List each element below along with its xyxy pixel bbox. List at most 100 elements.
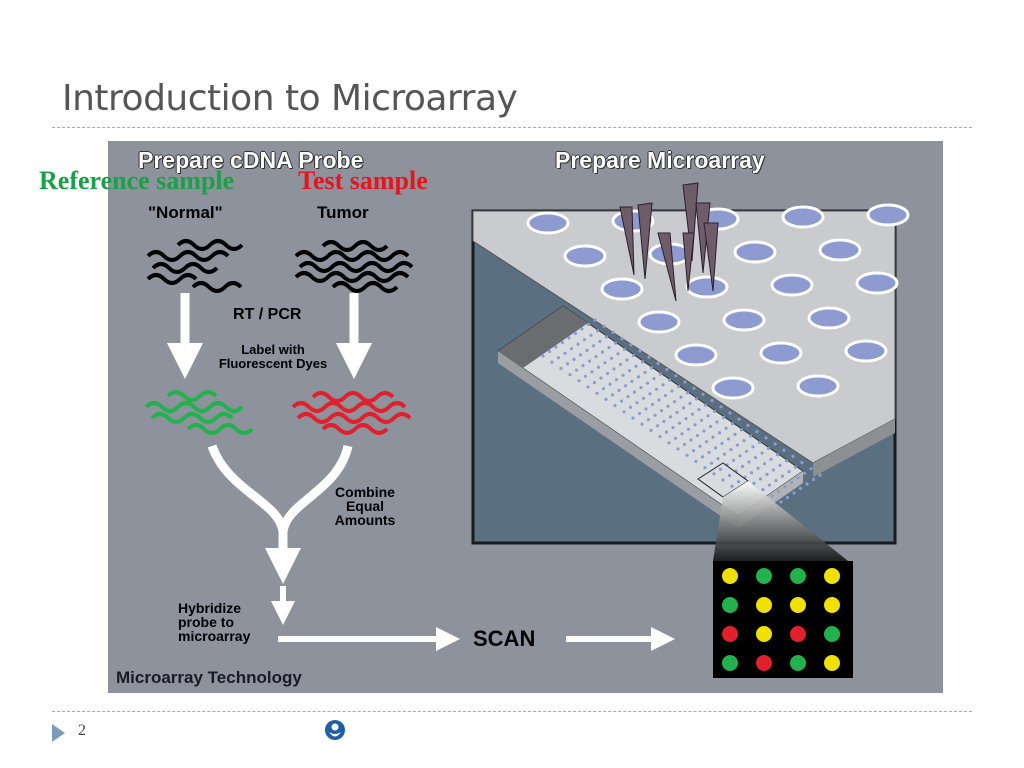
plate-well (844, 339, 888, 363)
plate-well (600, 277, 644, 301)
slide-spot (638, 349, 642, 353)
slide-spot (647, 355, 651, 359)
slide-spot (550, 360, 554, 364)
slide-spot (560, 340, 565, 345)
scan-spot-yellow (722, 568, 738, 584)
slide-spot (793, 465, 798, 469)
slide-spot (766, 446, 771, 451)
left-header: Prepare cDNA Probe (138, 147, 364, 173)
scan-spot-yellow (824, 568, 840, 584)
slide-spot (679, 395, 683, 399)
slide-spot (686, 427, 691, 431)
slide-spot (670, 389, 674, 393)
slide-spot (792, 491, 796, 495)
slide-spot (747, 460, 751, 464)
page-number: 2 (78, 722, 86, 739)
slide-spot (629, 343, 633, 347)
reference-sample-label: Reference sample (39, 166, 235, 195)
plate-well (781, 205, 825, 229)
slide-spot (778, 463, 782, 467)
slide-spot (598, 339, 602, 343)
combine-line-2: Equal (345, 498, 385, 514)
slide-spot (667, 441, 671, 445)
slide-spot (756, 466, 760, 470)
triangle-bullet-icon (52, 724, 65, 742)
slide-spot (681, 406, 686, 410)
slide-spot (658, 372, 663, 376)
slide-spot (729, 448, 733, 452)
slide-spot (604, 397, 608, 401)
plate-well (563, 244, 607, 268)
scan-dots (722, 568, 840, 671)
slide-spot (775, 453, 780, 457)
scan-spot-green (756, 568, 772, 584)
slide-spot (736, 480, 741, 484)
slide-spot (625, 358, 629, 362)
slide-spot (559, 366, 563, 370)
slide-spot (632, 390, 637, 394)
slide-spot (547, 349, 552, 354)
plate-well (711, 376, 755, 400)
slide-spot (602, 324, 606, 328)
slide-spot (684, 417, 688, 421)
scan-spot-green (790, 568, 806, 584)
slide-spot (730, 422, 735, 426)
slide-spot (673, 436, 678, 440)
slide-spot (730, 484, 734, 488)
scan-spot-green (824, 626, 840, 642)
slide-spot (721, 478, 725, 482)
slide-spot (573, 331, 578, 336)
slide-spot (591, 344, 596, 348)
slide-spot (744, 449, 749, 453)
slide-spot (645, 381, 650, 385)
slide-spot (618, 362, 623, 367)
slide-spot (601, 387, 606, 391)
plate-well (722, 308, 766, 332)
combine-label: Combine Equal Amounts (330, 485, 400, 527)
slide-spot (718, 467, 723, 471)
slide-spot (735, 443, 740, 447)
fluorescent-dyes-text: Fluorescent Dyes (218, 356, 328, 371)
slide-title: Introduction to Microarray (62, 78, 518, 119)
slide-spot (782, 448, 786, 452)
plate-well (637, 310, 681, 334)
rt-pcr-label: RT / PCR (233, 306, 302, 323)
slide-spot (668, 415, 673, 419)
slide-spot (622, 410, 626, 414)
slide-spot (614, 378, 619, 382)
slide-spot (802, 471, 807, 475)
slide-spot (702, 429, 706, 433)
slide-spot (567, 336, 571, 340)
slide-spot (672, 400, 677, 404)
slide-spot (568, 373, 572, 377)
slide-spot (585, 348, 589, 352)
slide-spot (713, 446, 718, 450)
slide-spot (688, 401, 692, 405)
slide-spot (760, 451, 764, 455)
slide-spot (753, 455, 758, 460)
slide-spot (580, 327, 584, 331)
slide-spot (646, 418, 651, 422)
scan-spot-green (722, 655, 738, 671)
slide-spot (587, 359, 592, 363)
slide-spot (683, 380, 687, 384)
slide-spot (738, 454, 742, 458)
slide-spot (785, 495, 790, 500)
slide-spot (605, 371, 610, 376)
slide-spot (773, 442, 777, 446)
slide-spot (590, 370, 594, 374)
slide-spot (798, 486, 803, 491)
slide-spot (721, 415, 726, 420)
slide-spot (640, 422, 644, 426)
slide-spot (703, 466, 707, 470)
slide-spot (667, 378, 672, 382)
slide-spot (556, 356, 561, 360)
slide-spot (710, 399, 714, 403)
tumor-label: Tumor (317, 203, 369, 222)
slide-spot (699, 418, 704, 422)
footer-divider (52, 711, 972, 712)
slide-spot (719, 405, 723, 409)
magnify-fan (713, 481, 848, 561)
slide-spot (694, 459, 698, 463)
slide-spot (631, 416, 635, 420)
